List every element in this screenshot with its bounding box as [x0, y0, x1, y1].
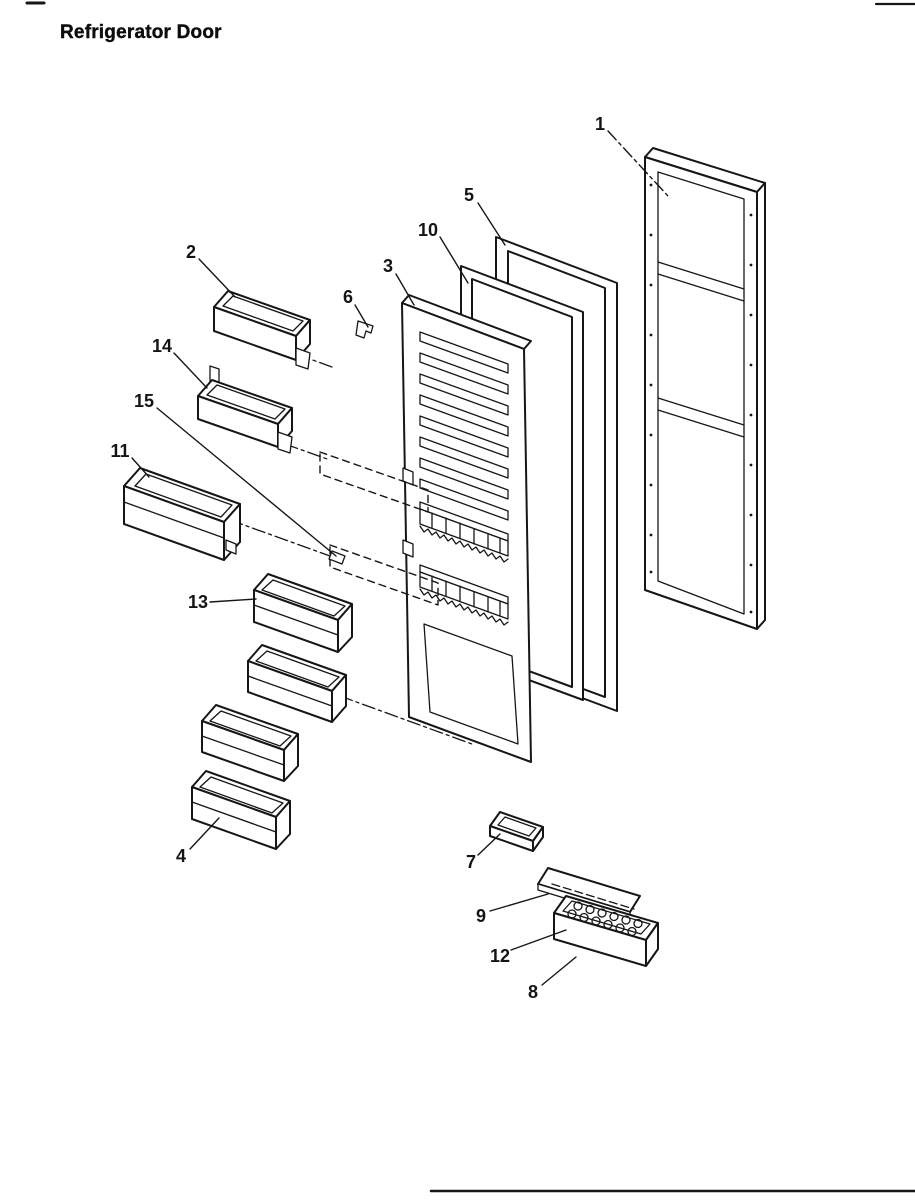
callout-leader-lines [131, 130, 669, 986]
outer-door-panel [644, 147, 766, 630]
leader-14 [173, 352, 208, 389]
door-bin-lower-1 [201, 704, 299, 782]
leader-10 [439, 236, 469, 284]
leader-1 [607, 130, 669, 197]
page-title: Refrigerator Door [60, 22, 222, 43]
part-label-1: 1 [595, 114, 605, 134]
part-label-5: 5 [464, 185, 474, 205]
part-label-12: 12 [490, 946, 510, 966]
part-label-11: 11 [110, 441, 129, 461]
leader-13 [209, 598, 257, 603]
page-edge-marks [25, 1, 915, 1193]
small-tray [489, 811, 544, 852]
part-label-9: 9 [476, 906, 486, 926]
door-bin-bottom [191, 770, 291, 850]
shelf-end-bracket [277, 431, 293, 454]
shelf-end-bracket [295, 347, 311, 370]
part-label-8: 8 [528, 982, 538, 1002]
leader-6 [354, 304, 369, 328]
part-label-10: 10 [418, 220, 438, 240]
liner-lower-panel [423, 623, 519, 745]
leader-5 [477, 202, 506, 246]
door-clip [355, 320, 374, 339]
door-shelf-with-post [197, 365, 293, 454]
leader-12 [510, 929, 567, 951]
leader-7 [477, 833, 501, 856]
liner-shelf-upper [419, 501, 509, 563]
part-label-2: 2 [186, 242, 196, 262]
callout-labels: 1 5 10 3 6 2 14 15 11 13 4 7 9 12 8 [110, 114, 605, 1002]
part-label-14: 14 [152, 336, 172, 356]
leader-15 [156, 407, 337, 557]
screw-holes [649, 183, 753, 614]
part-label-7: 7 [466, 852, 476, 872]
part-label-13: 13 [188, 592, 208, 612]
part-label-15: 15 [134, 391, 154, 411]
part-label-6: 6 [343, 287, 353, 307]
liner-shelf-lower [419, 564, 509, 626]
bin-latch-tab [225, 539, 237, 555]
liner-shelf-slats [419, 331, 509, 521]
leader-9 [489, 893, 549, 912]
door-bin-middle-1 [253, 573, 353, 653]
door-bin-middle-2 [247, 644, 347, 723]
inner-door-liner [401, 294, 532, 763]
liner-hinge-tab-lower [402, 539, 414, 558]
part-label-3: 3 [383, 256, 393, 276]
leader-8 [541, 956, 577, 986]
egg-tray-insert [567, 901, 643, 937]
leader-2 [198, 258, 236, 298]
door-bin-large [123, 467, 241, 561]
leader-3 [395, 273, 415, 306]
door-shelf-upper [213, 290, 311, 370]
part-label-4: 4 [176, 846, 186, 866]
leader-4 [189, 817, 220, 850]
leader-11 [131, 457, 150, 478]
